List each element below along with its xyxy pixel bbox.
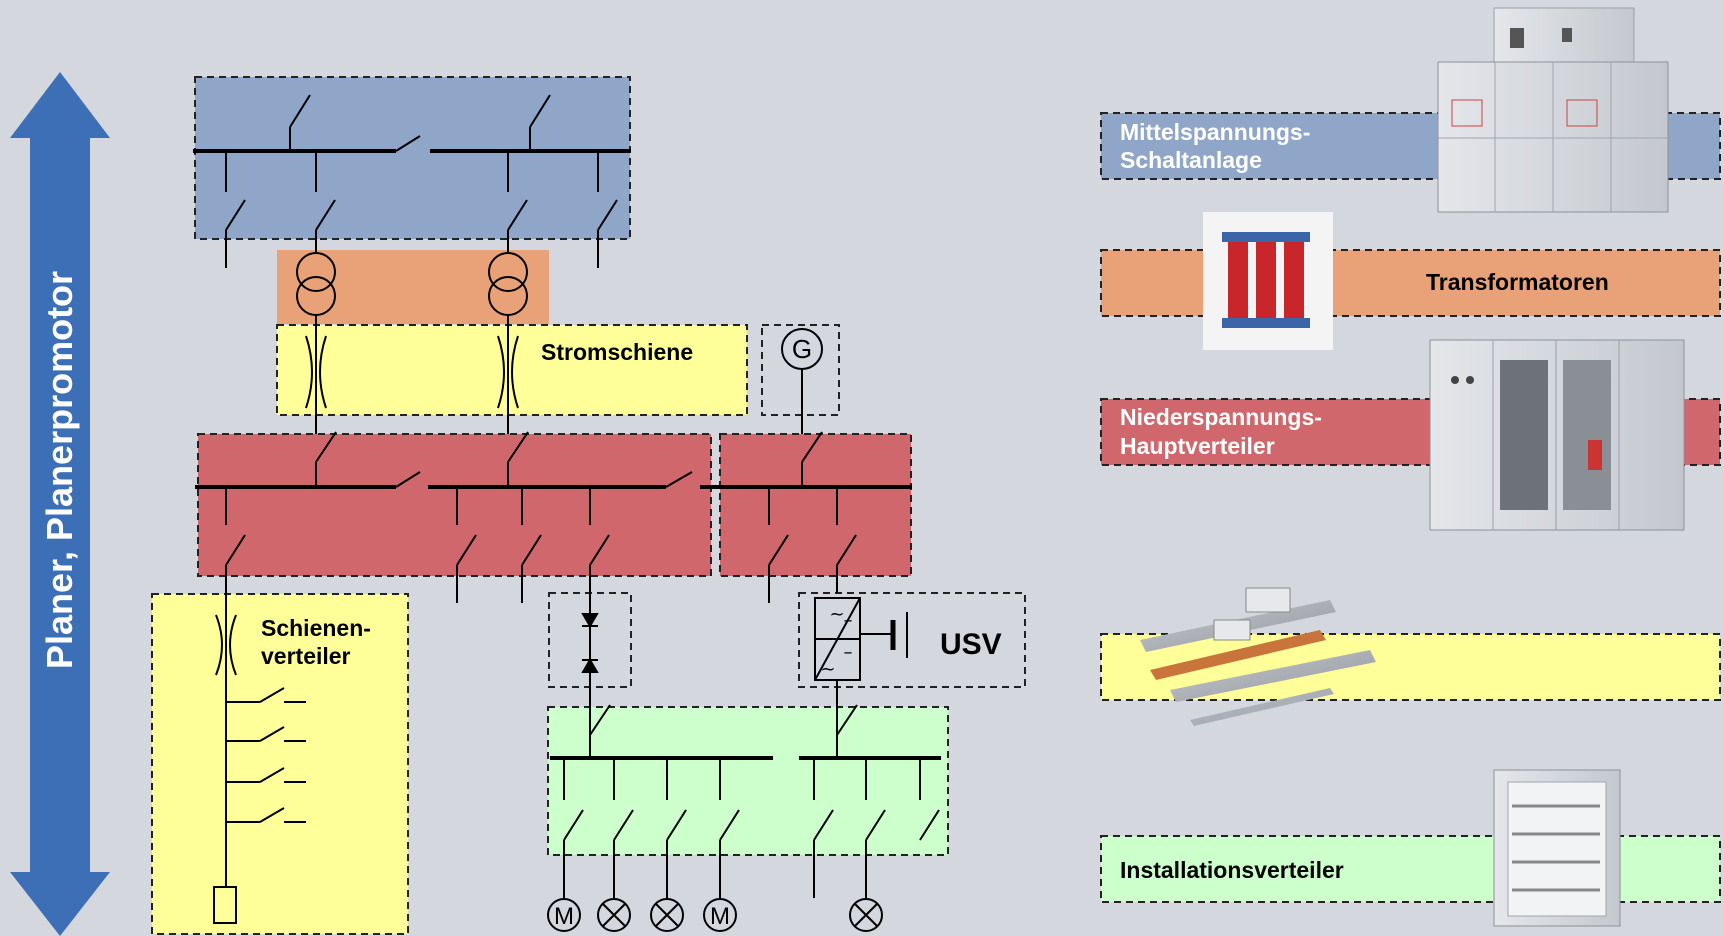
transformer-zone bbox=[277, 250, 549, 324]
lv-switchboard-image bbox=[1429, 339, 1685, 531]
motor-symbol-2: M bbox=[710, 903, 730, 930]
double-arrow-icon bbox=[10, 72, 110, 936]
ups-box bbox=[798, 592, 1026, 688]
legend-band-transformers bbox=[1100, 249, 1721, 317]
legend-transformers-label: Transformatoren bbox=[1426, 269, 1609, 295]
legend-mv-line2: Schaltanlage bbox=[1120, 147, 1262, 173]
motor-symbol-1: M bbox=[554, 903, 574, 930]
distribution-zone bbox=[547, 706, 949, 856]
schienen-label: Schienen- bbox=[261, 615, 371, 641]
lv-zone-secondary bbox=[719, 433, 912, 577]
installation-distributor-image bbox=[1493, 769, 1621, 927]
generator-symbol: G bbox=[792, 334, 812, 364]
lv-zone-main bbox=[197, 433, 712, 577]
svg-text:–: – bbox=[844, 642, 853, 663]
legend-lv-line2: Hauptverteiler bbox=[1120, 433, 1275, 459]
legend-mv-line1: Mittelspannungs- bbox=[1120, 119, 1310, 145]
svg-text:–: – bbox=[844, 610, 853, 631]
usv-label: USV bbox=[940, 628, 1002, 661]
svg-text:~: ~ bbox=[829, 604, 844, 625]
ups-symbol: ~ ~ – – bbox=[820, 604, 852, 680]
rail-distributor-zone bbox=[151, 593, 409, 935]
mv-zone bbox=[194, 76, 631, 240]
svg-text:~: ~ bbox=[820, 659, 835, 680]
transformer-image bbox=[1203, 212, 1333, 350]
mv-switchgear-image bbox=[1437, 7, 1669, 213]
legend-lv-line1: Niederspannungs- bbox=[1120, 404, 1322, 430]
generator-box bbox=[761, 324, 840, 416]
busbar-trunking-image bbox=[1140, 587, 1376, 726]
verteiler-label: verteiler bbox=[261, 643, 351, 669]
stromschiene-label: Stromschiene bbox=[541, 339, 693, 365]
legend-installation-label: Installationsverteiler bbox=[1120, 857, 1344, 883]
